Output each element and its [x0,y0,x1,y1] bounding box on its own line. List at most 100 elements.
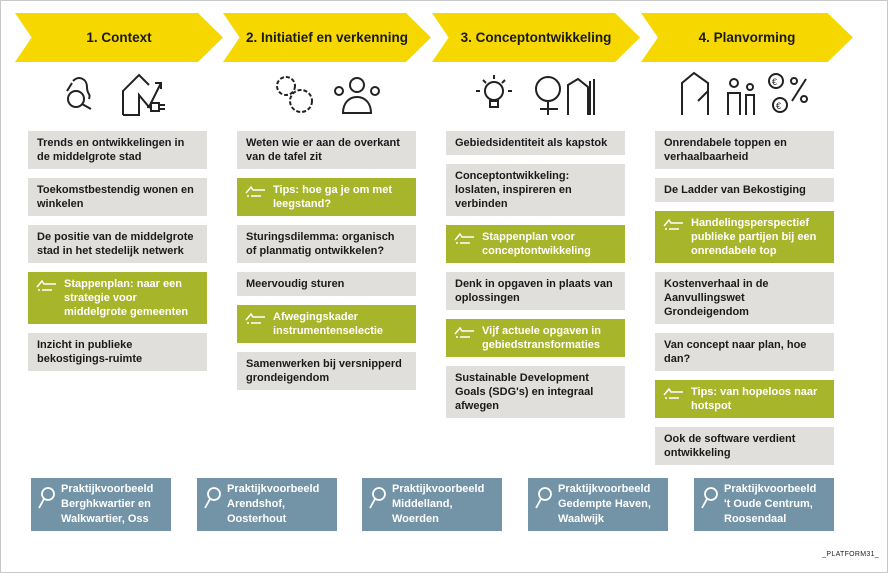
item-text: Afwegingskader instrumentenselectie [273,311,384,337]
phase-title: 1. Context [86,30,152,45]
topic-item[interactable]: Meervoudig sturen [237,272,416,296]
tool-item[interactable]: Vijf actuele opgaven in gebiedstransform… [446,319,625,357]
magnifier-icon [369,487,386,509]
housing-family-money-icon: €€ [681,71,808,115]
magnifier-icon [204,487,221,509]
tool-item[interactable]: Tips: van hopeloos naar hotspot [655,380,834,418]
item-text: Sturingsdilemma: organisch of planmatig … [246,231,395,257]
example-label: Praktijkvoorbeeld [61,483,154,495]
platform31-logo: _PLATFORM31_ [822,551,879,558]
initiative-icons [237,71,417,121]
topic-item[interactable]: Gebiedsidentiteit als kapstok [446,131,625,155]
item-text: Samenwerken bij versnipperd grondeigendo… [246,358,402,384]
item-text: Sustainable Development Goals (SDG's) en… [455,372,594,412]
phase-title: 4. Planvorming [698,30,796,45]
topic-item[interactable]: Kostenverhaal in de Aanvullingswet Grond… [655,272,834,324]
item-text: Van concept naar plan, hoe dan? [664,339,807,365]
item-text: Gebiedsidentiteit als kapstok [455,137,608,149]
example-label: Praktijkvoorbeeld [392,483,485,495]
pointing-hand-icon [454,232,474,244]
pointing-hand-icon [663,218,683,230]
item-text: Tips: hoe ga je om met leegstand? [273,184,392,210]
example-label: Praktijkvoorbeeld [227,483,320,495]
magnifier-icon [535,487,552,509]
pointing-hand-icon [245,312,265,324]
example-label: Praktijkvoorbeeld [558,483,651,495]
tool-item[interactable]: Stappenplan: naar een strategie voor mid… [28,272,207,324]
phase-column: Trends en ontwikkelingen in de middelgro… [28,131,207,371]
item-text: De Ladder van Bekostiging [664,184,806,196]
tool-item[interactable]: Afwegingskader instrumentenselectie [237,305,416,343]
example-place: 't Oude Centrum, Roosendaal [724,498,813,525]
item-text: Meervoudig sturen [246,278,345,290]
context-icons [28,71,208,121]
topic-item[interactable]: De Ladder van Bekostiging [655,178,834,202]
svg-text:€: € [776,101,781,111]
topic-item[interactable]: De positie van de middelgrote stad in he… [28,225,207,263]
topic-item[interactable]: Trends en ontwikkelingen in de middelgro… [28,131,207,169]
concept-icons [446,71,626,121]
phase-title: 3. Conceptontwikkeling [460,30,612,45]
phase-arrow: 1. Context [15,13,223,62]
pointing-hand-icon [663,387,683,399]
topic-item[interactable]: Ook de software verdient ontwikkeling [655,427,834,465]
phase-title: 2. Initiatief en verkenning [245,30,409,45]
topic-item[interactable]: Toekomstbestendig wonen en winkelen [28,178,207,216]
item-text: Denk in opgaven in plaats van oplossinge… [455,278,613,304]
people-icon [334,77,380,114]
gears-icon [276,76,313,113]
item-text: De positie van de middelgrote stad in he… [37,231,194,257]
example-place: Gedempte Haven, Waalwijk [558,498,651,525]
lightbulb-icon [476,75,512,108]
example-place: Middelland, Woerden [392,498,453,525]
topic-item[interactable]: Sturingsdilemma: organisch of planmatig … [237,225,416,263]
tool-item[interactable]: Tips: hoe ga je om met leegstand? [237,178,416,216]
magnifier-icon [701,487,718,509]
tool-item[interactable]: Handelingsperspectief publieke partijen … [655,211,834,263]
magnifier-icon [38,487,55,509]
topic-item[interactable]: Weten wie er aan de overkant van de tafe… [237,131,416,169]
phase-arrow: 3. Conceptontwikkeling [432,13,640,62]
item-text: Stappenplan voor conceptontwikkeling [482,231,591,257]
item-text: Trends en ontwikkelingen in de middelgro… [37,137,185,163]
item-text: Handelingsperspectief publieke partijen … [691,217,817,257]
topic-item[interactable]: Onrendabele toppen en verhaalbaarheid [655,131,834,169]
svg-text:€: € [772,77,777,87]
pointing-hand-icon [454,326,474,338]
pointing-hand-icon [36,279,56,291]
phase-column: Onrendabele toppen en verhaalbaarheid De … [655,131,834,465]
plan-icons: €€ [655,71,835,121]
example-place: Arendshof, Oosterhout [227,498,287,525]
topic-item[interactable]: Conceptontwikkeling: loslaten, inspirere… [446,164,625,216]
park-buildings-icon [535,76,595,115]
phase-column: Weten wie er aan de overkant van de tafe… [237,131,416,390]
item-text: Conceptontwikkeling: loslaten, inspirere… [455,170,572,210]
pointing-hand-icon [245,185,265,197]
item-text: Weten wie er aan de overkant van de tafe… [246,137,400,163]
example-card[interactable]: Praktijkvoorbeeld 't Oude Centrum, Roosen… [694,478,834,531]
phase-arrow: 2. Initiatief en verkenning [223,13,431,62]
example-place: Berghkwartier en Walkwartier, Oss [61,498,151,525]
topic-item[interactable]: Samenwerken bij versnipperd grondeigendo… [237,352,416,390]
phase-arrow: 4. Planvorming [641,13,853,62]
tool-item[interactable]: Stappenplan voor conceptontwikkeling [446,225,625,263]
item-text: Ook de software verdient ontwikkeling [664,433,796,459]
topic-item[interactable]: Denk in opgaven in plaats van oplossinge… [446,272,625,310]
item-text: Toekomstbestendig wonen en winkelen [37,184,194,210]
map-magnifier-icon [66,77,92,110]
item-text: Stappenplan: naar een strategie voor mid… [64,278,189,318]
example-label: Praktijkvoorbeeld [724,483,817,495]
item-text: Kostenverhaal in de Aanvullingswet Grond… [664,278,769,318]
topic-item[interactable]: Van concept naar plan, hoe dan? [655,333,834,371]
topic-item[interactable]: Inzicht in publieke bekostigings-ruimte [28,333,207,371]
item-text: Onrendabele toppen en verhaalbaarheid [664,137,787,163]
item-text: Inzicht in publieke bekostigings-ruimte [37,339,143,365]
house-plug-icon [122,73,165,116]
topic-item[interactable]: Sustainable Development Goals (SDG's) en… [446,366,625,418]
